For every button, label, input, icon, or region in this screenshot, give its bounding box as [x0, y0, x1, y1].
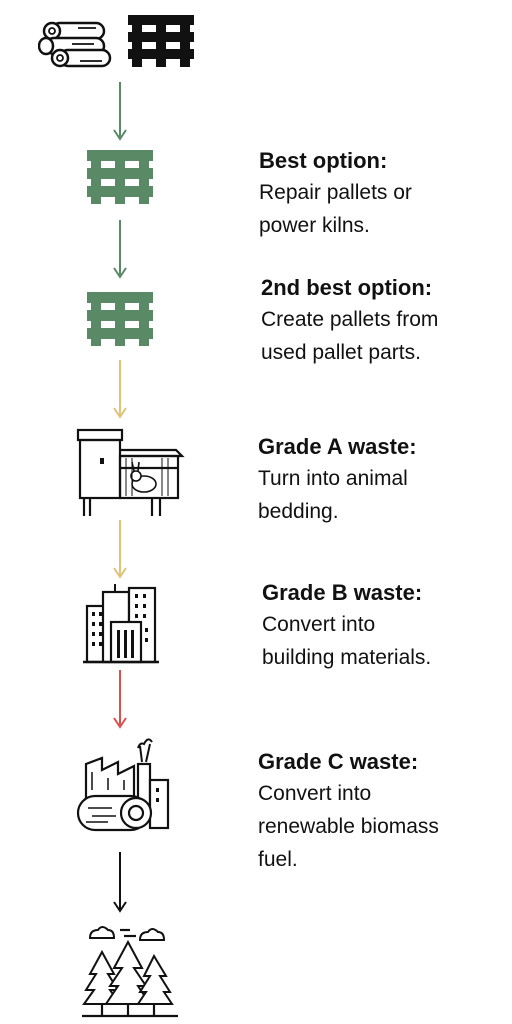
step-title: Grade A waste:: [258, 434, 417, 459]
step-description: Create pallets from: [261, 308, 439, 331]
arrow-down-icon: [113, 852, 127, 913]
step-description: renewable biomass: [258, 815, 439, 838]
arrow-down-icon: [113, 82, 127, 141]
step-title: Best option:: [259, 148, 388, 173]
step-description: fuel.: [258, 848, 298, 871]
rabbit-hutch-icon: [76, 428, 185, 516]
step-description: power kilns.: [259, 214, 370, 237]
pallet-icon: [128, 15, 194, 67]
step-best-option: Best option: Repair pallets or power kil…: [259, 146, 509, 242]
arrow-down-icon: [113, 670, 127, 729]
step-description: building materials.: [262, 646, 432, 669]
step-title: 2nd best option:: [261, 275, 433, 300]
step-grade-b-waste: Grade B waste: Convert into building mat…: [262, 578, 512, 674]
step-title: Grade B waste:: [262, 580, 423, 605]
arrow-down-icon: [113, 360, 127, 419]
green-pallet-icon: [87, 292, 153, 346]
biomass-factory-icon: [76, 738, 170, 832]
step-description: Convert into: [262, 613, 376, 636]
step-description: Convert into: [258, 782, 372, 805]
step-description: bedding.: [258, 500, 339, 523]
city-buildings-icon: [83, 584, 159, 664]
forest-icon: [82, 926, 178, 1018]
step-second-best-option: 2nd best option: Create pallets from use…: [261, 273, 511, 369]
arrow-down-icon: [113, 220, 127, 279]
step-description: used pallet parts.: [261, 341, 421, 364]
step-grade-c-waste: Grade C waste: Convert into renewable bi…: [258, 747, 508, 876]
step-title: Grade C waste:: [258, 749, 419, 774]
step-grade-a-waste: Grade A waste: Turn into animal bedding.: [258, 432, 508, 528]
green-pallet-icon: [87, 150, 153, 204]
arrow-down-icon: [113, 520, 127, 579]
step-description: Turn into animal: [258, 467, 408, 490]
logs-icon: [38, 21, 112, 68]
step-description: Repair pallets or: [259, 181, 412, 204]
